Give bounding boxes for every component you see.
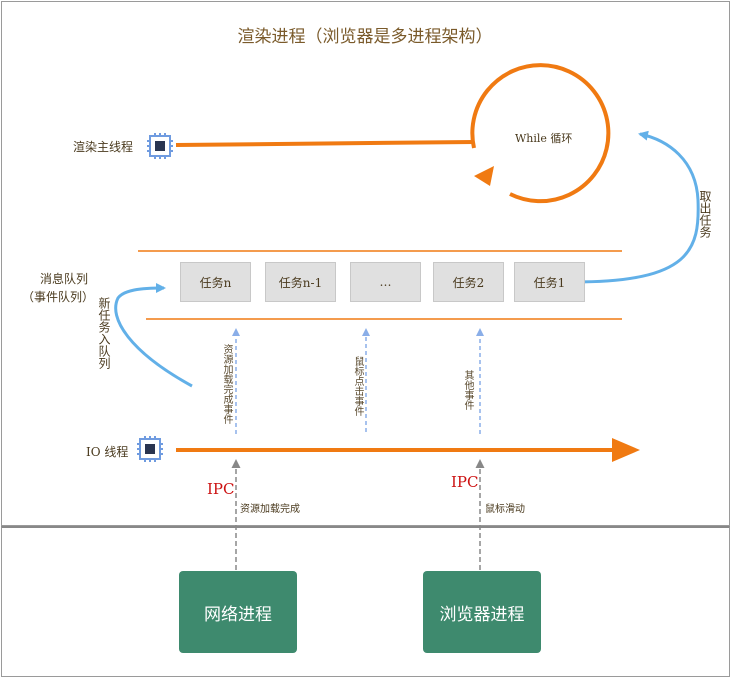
event-label-click: 鼠标点击事件 [352, 356, 363, 416]
browser-process-box: 浏览器进程 [423, 571, 541, 653]
event-label-resource: 资源加载完成事件 [221, 344, 232, 424]
ipc-label-left: IPC [207, 480, 235, 498]
ipc-label-right: IPC [451, 473, 479, 491]
take-task-label: 取出任务 [698, 190, 712, 238]
take-task-arrow [573, 130, 700, 284]
queue-label-line2: （事件队列） [22, 290, 95, 304]
queue-label-line1: 消息队列 [40, 272, 89, 286]
cpu-chip-icon [147, 133, 173, 159]
enqueue-arrow [114, 283, 193, 388]
ipc-right-message: 鼠标滑动 [485, 504, 525, 515]
task-box: 任务n-1 [265, 262, 336, 302]
task-box: 任务n [180, 262, 251, 302]
while-loop-label: While 循环 [515, 132, 573, 145]
while-loop-arc [470, 63, 611, 204]
diagram-title: 渲染进程（浏览器是多进程架构） [237, 27, 493, 47]
enqueue-label: 新任务入队列 [97, 297, 111, 369]
task-box: 任务1 [514, 262, 585, 302]
other-processes-frame [1, 526, 730, 677]
io-thread-arrowhead [612, 438, 640, 462]
io-thread-label: IO 线程 [86, 445, 129, 459]
while-loop-arrowhead [474, 166, 494, 186]
main-thread-line [175, 140, 475, 147]
ipc-left-message: 资源加载完成 [240, 504, 300, 515]
network-process-box: 网络进程 [179, 571, 297, 653]
event-label-other: 其他事件 [462, 370, 473, 410]
task-box: … [350, 262, 421, 302]
task-box: 任务2 [433, 262, 504, 302]
main-thread-label: 渲染主线程 [73, 140, 134, 154]
render-process-frame [1, 1, 730, 526]
cpu-chip-icon [137, 436, 163, 462]
